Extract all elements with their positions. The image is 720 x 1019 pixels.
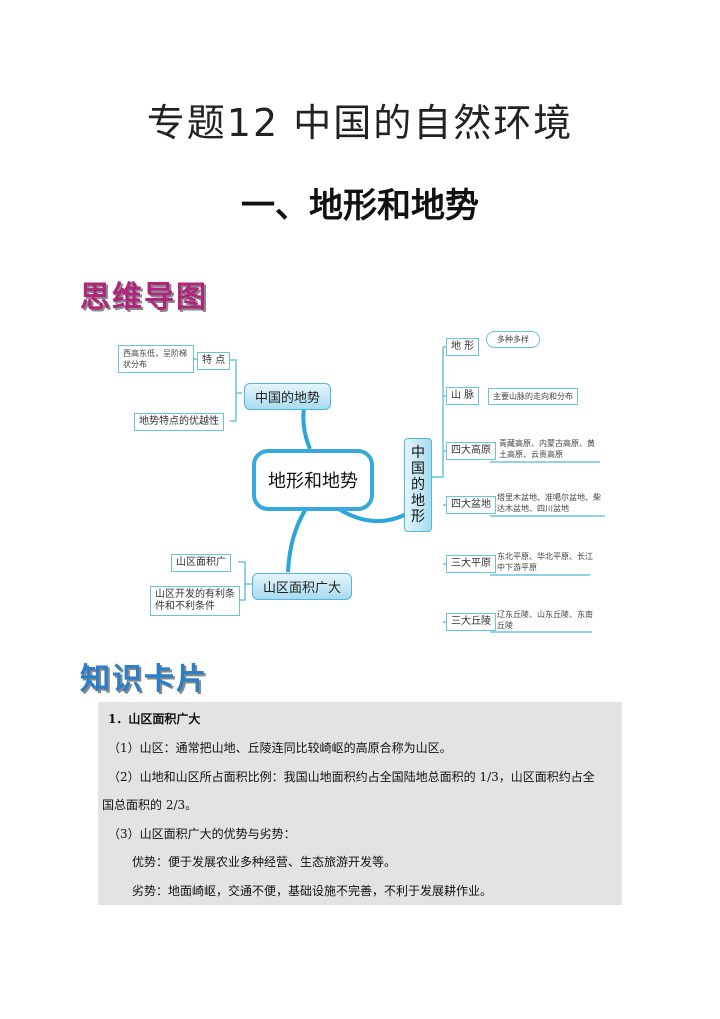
detail-basins: 塔里木盆地、准噶尔盆地、柴达木盆地、四川盆地 (497, 493, 601, 513)
node-china-landforms: 中国的地形 (404, 438, 432, 532)
node-feature: 特 点 (197, 352, 231, 370)
detail-hills: 辽东丘陵、山东丘陵、东南丘陵 (497, 610, 593, 630)
card-line: 国总面积的 2/3。 (102, 798, 198, 812)
mind-map-banner: 思维导图 (79, 279, 208, 316)
knowledge-card: 1．山区面积广大 （1）山区：通常把山地、丘陵连同比较崎岖的高原合称为山区。 （… (98, 702, 622, 905)
card-line: （3）山区面积广大的优势与劣势： (108, 827, 296, 841)
node-hills: 三大丘陵 (446, 613, 496, 631)
card-line: （1）山区：通常把山地、丘陵连同比较崎岖的高原合称为山区。 (108, 741, 452, 755)
card-line: （2）山地和山区所占面积比例：我国山地面积约占全国陆地总面积的 1/3，山区面积… (108, 770, 595, 784)
node-plateaus: 四大高原 (446, 442, 496, 460)
node-landform: 地 形 (446, 338, 480, 356)
node-advantage: 地势特点的优越性 (134, 413, 224, 431)
node-plains: 三大平原 (446, 555, 496, 573)
node-mountains: 山 脉 (446, 387, 480, 405)
card-line: 优势：便于发展农业多种经营、生态旅游开发等。 (132, 855, 397, 869)
section-title: 一、地形和地势 (241, 186, 479, 226)
node-china-terrain-slope: 中国的地势 (244, 383, 332, 410)
center-node: 地形和地势 (252, 449, 374, 511)
page-title: 专题12 中国的自然环境 (146, 101, 574, 145)
node-basins: 四大盆地 (446, 496, 496, 514)
detail-landform: 多种多样 (486, 331, 540, 348)
detail-mountains: 主要山脉的走向和分布 (488, 388, 578, 405)
mind-map: 西高东低，呈阶梯状分布 特 点 地势特点的优越性 中国的地势 地形和地势 山区面… (118, 331, 605, 633)
node-mountain-area: 山区面积广大 (252, 573, 353, 600)
card-line: 劣势：地面崎岖，交通不便，基础设施不完善，不利于发展耕作业。 (132, 884, 493, 898)
detail-plateaus: 青藏高原、内蒙古高原、黄土高原、云贵高原 (499, 439, 595, 459)
knowledge-card-banner: 知识卡片 (79, 661, 208, 698)
node-mountain-development: 山区开发的有利条件和不利条件 (150, 586, 240, 616)
mind-map-connectors (183, 346, 605, 633)
node-mountain-area-wide: 山区面积广 (171, 554, 231, 572)
card-heading: 1．山区面积广大 (108, 712, 201, 726)
detail-plains: 东北平原、华北平原、长江中下游平原 (497, 552, 593, 572)
detail-terrain-feature: 西高东低，呈阶梯状分布 (118, 345, 194, 373)
